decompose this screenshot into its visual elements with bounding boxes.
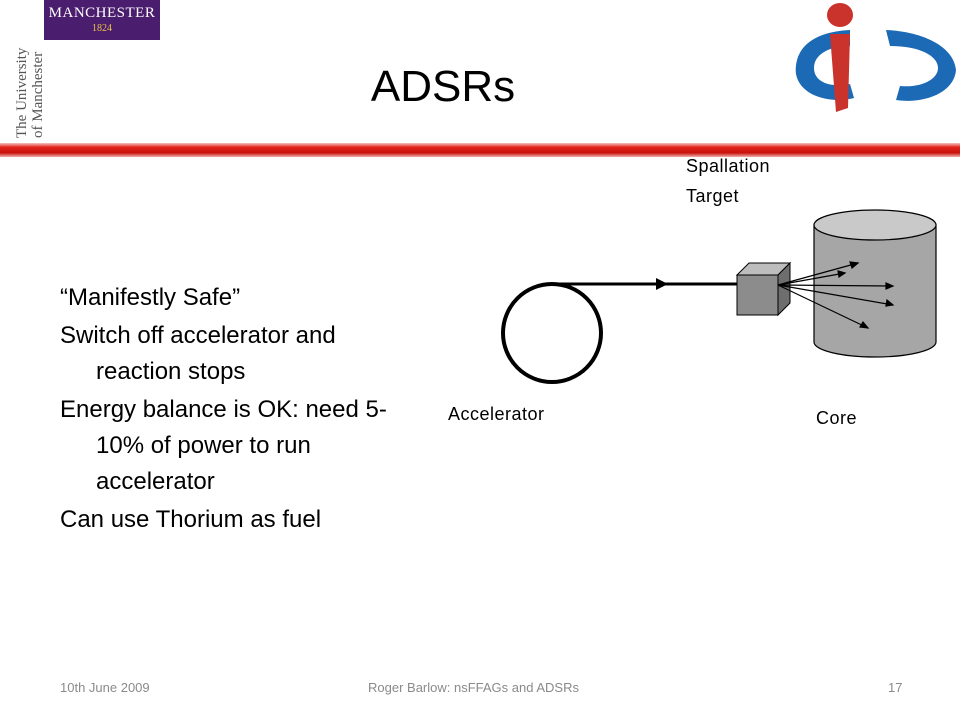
footer-date: 10th June 2009 [60, 680, 150, 695]
spallation-target [735, 261, 792, 317]
title-divider [0, 143, 960, 157]
bullet-item: Energy balance is OK: need 5- 10% of pow… [60, 392, 460, 500]
bullet-text: “Manifestly Safe” [60, 284, 241, 311]
bullet-item: “Manifestly Safe” [60, 280, 460, 316]
accelerator-ring [501, 282, 603, 384]
bullet-continuation: 10% of power to run accelerator [96, 432, 311, 495]
footer-title: Roger Barlow: nsFFAGs and ADSRs [368, 680, 579, 695]
neutron-rays [777, 261, 895, 329]
bullet-list: “Manifestly Safe” Switch off accelerator… [60, 280, 460, 540]
vertical-logo-line1: The University [14, 47, 30, 138]
beam-arrowhead [656, 278, 668, 290]
bullet-continuation: reaction stops [96, 358, 246, 385]
page-number: 17 [888, 680, 903, 695]
spallation-label-2: Target [686, 186, 740, 206]
vertical-logo-line2: of Manchester [30, 52, 46, 138]
spallation-label-1: Spallation [686, 156, 771, 176]
reactor-core [813, 209, 937, 358]
bullet-item: Can use Thorium as fuel [60, 502, 460, 538]
ic-logo [795, 3, 956, 112]
manchester-logo: MANCHESTER 1824 [44, 0, 160, 40]
accelerator-label: Accelerator [448, 404, 545, 424]
bullet-text: Energy balance is OK: need 5- [60, 396, 387, 423]
manchester-logo-name: MANCHESTER [48, 5, 156, 21]
university-vertical-logo: The University of Manchester [8, 42, 46, 140]
core-label: Core [816, 408, 858, 428]
bullet-text: Can use Thorium as fuel [60, 506, 322, 533]
bullet-text: Switch off accelerator and [60, 322, 336, 349]
bullet-item: Switch off accelerator and reaction stop… [60, 318, 460, 390]
manchester-logo-year: 1824 [92, 23, 112, 34]
slide-title: ADSRs [370, 62, 516, 111]
